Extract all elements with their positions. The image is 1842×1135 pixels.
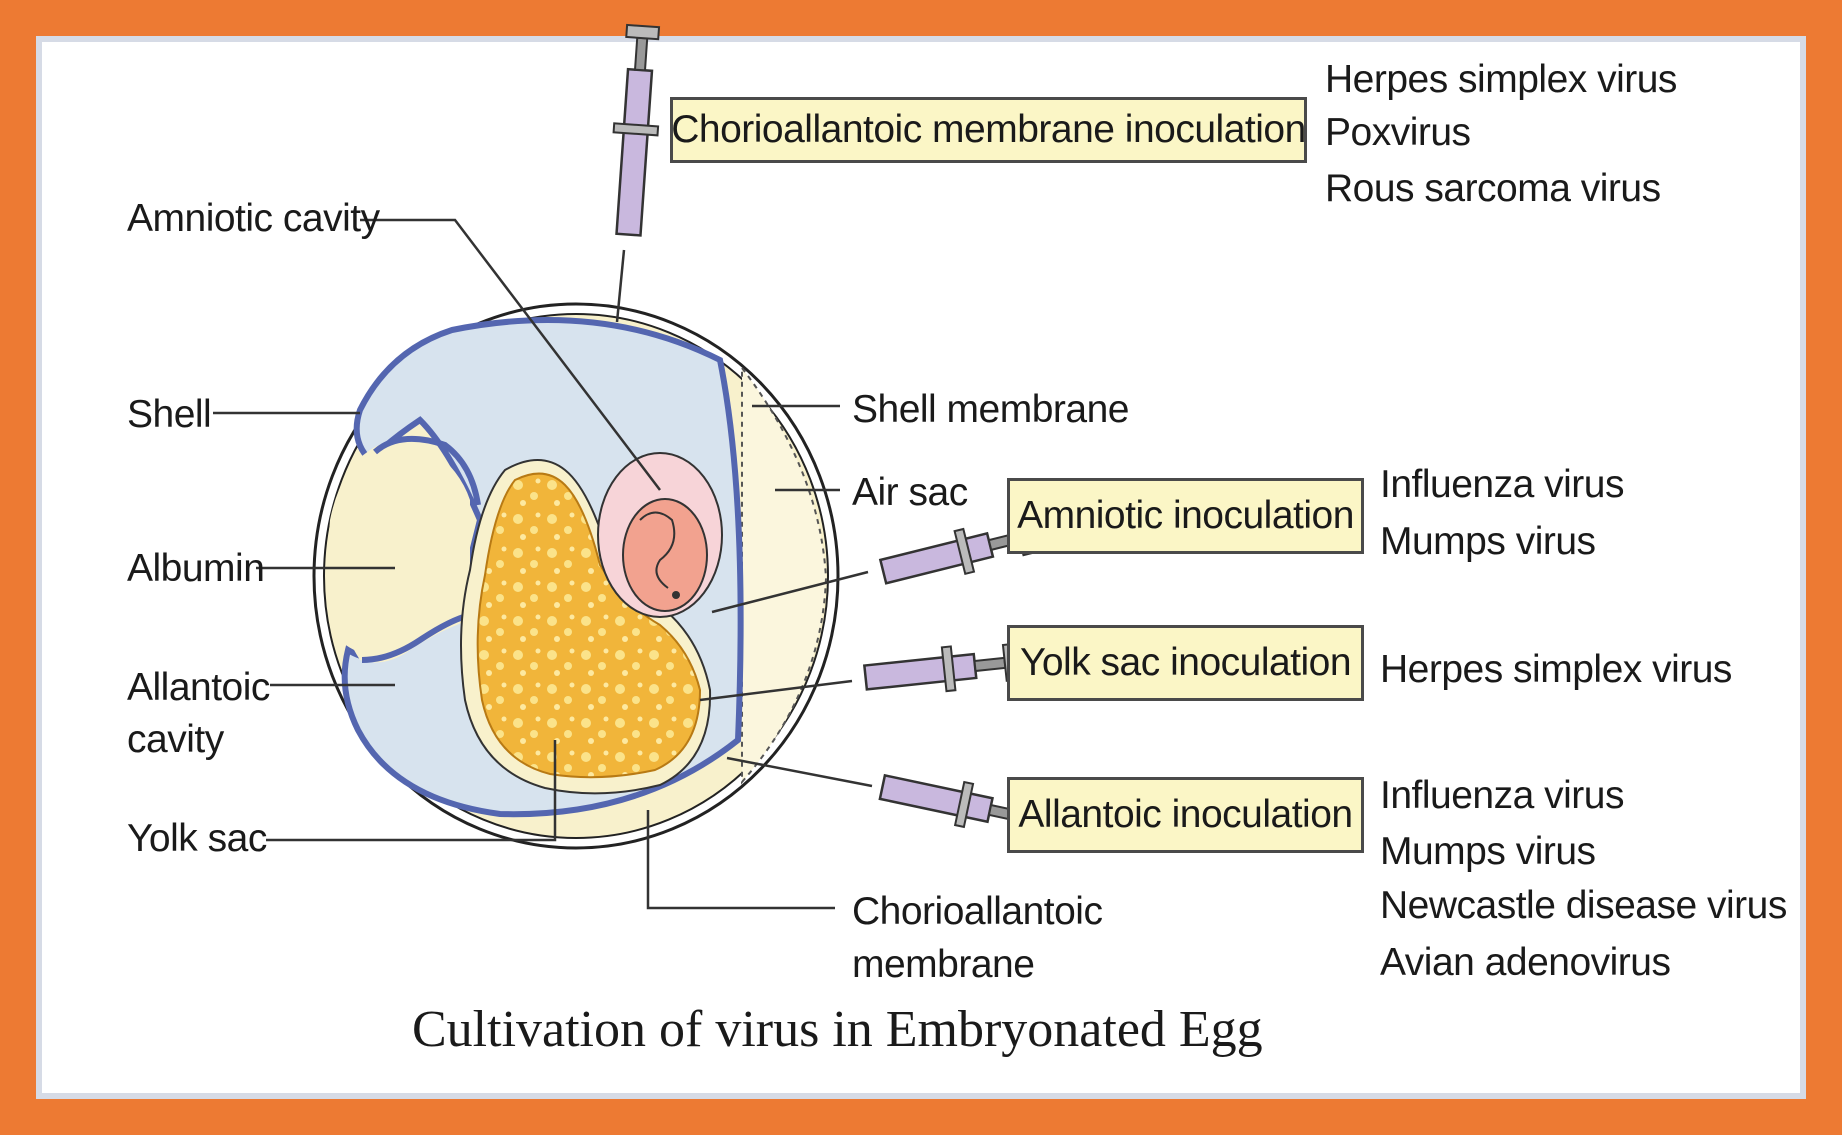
virus-amniotic-2: Mumps virus <box>1380 522 1596 561</box>
label-allantoic-cavity-2: cavity <box>127 720 224 759</box>
route-box-chorioallantoic: Chorioallantoic membrane inoculation <box>670 97 1307 163</box>
label-chorioallantoic-2: membrane <box>852 945 1034 984</box>
route-box-yolk-sac: Yolk sac inoculation <box>1007 625 1364 701</box>
virus-amniotic-1: Influenza virus <box>1380 465 1624 504</box>
label-albumin: Albumin <box>127 549 264 588</box>
label-allantoic-cavity-1: Allantoic <box>127 668 270 707</box>
virus-allantoic-1: Influenza virus <box>1380 776 1624 815</box>
route-box-amniotic: Amniotic inoculation <box>1007 478 1364 554</box>
label-air-sac: Air sac <box>852 473 968 512</box>
virus-allantoic-3: Newcastle disease virus <box>1380 886 1787 925</box>
virus-yolk-1: Herpes simplex virus <box>1380 650 1732 689</box>
label-amniotic-cavity: Amniotic cavity <box>127 199 380 238</box>
label-chorioallantoic-1: Chorioallantoic <box>852 892 1102 931</box>
virus-cam-2: Poxvirus <box>1325 113 1471 152</box>
label-yolk-sac: Yolk sac <box>127 819 267 858</box>
label-shell-membrane: Shell membrane <box>852 390 1129 429</box>
label-shell: Shell <box>127 395 211 434</box>
virus-allantoic-4: Avian adenovirus <box>1380 943 1670 982</box>
diagram-caption: Cultivation of virus in Embryonated Egg <box>412 1000 1263 1059</box>
syringe-yolk <box>863 640 1019 700</box>
virus-allantoic-2: Mumps virus <box>1380 832 1596 871</box>
embryo-eye <box>672 591 680 599</box>
virus-cam-1: Herpes simplex virus <box>1325 60 1677 99</box>
virus-cam-3: Rous sarcoma virus <box>1325 169 1661 208</box>
syringe-cam <box>607 25 665 237</box>
route-box-allantoic: Allantoic inoculation <box>1007 777 1364 853</box>
